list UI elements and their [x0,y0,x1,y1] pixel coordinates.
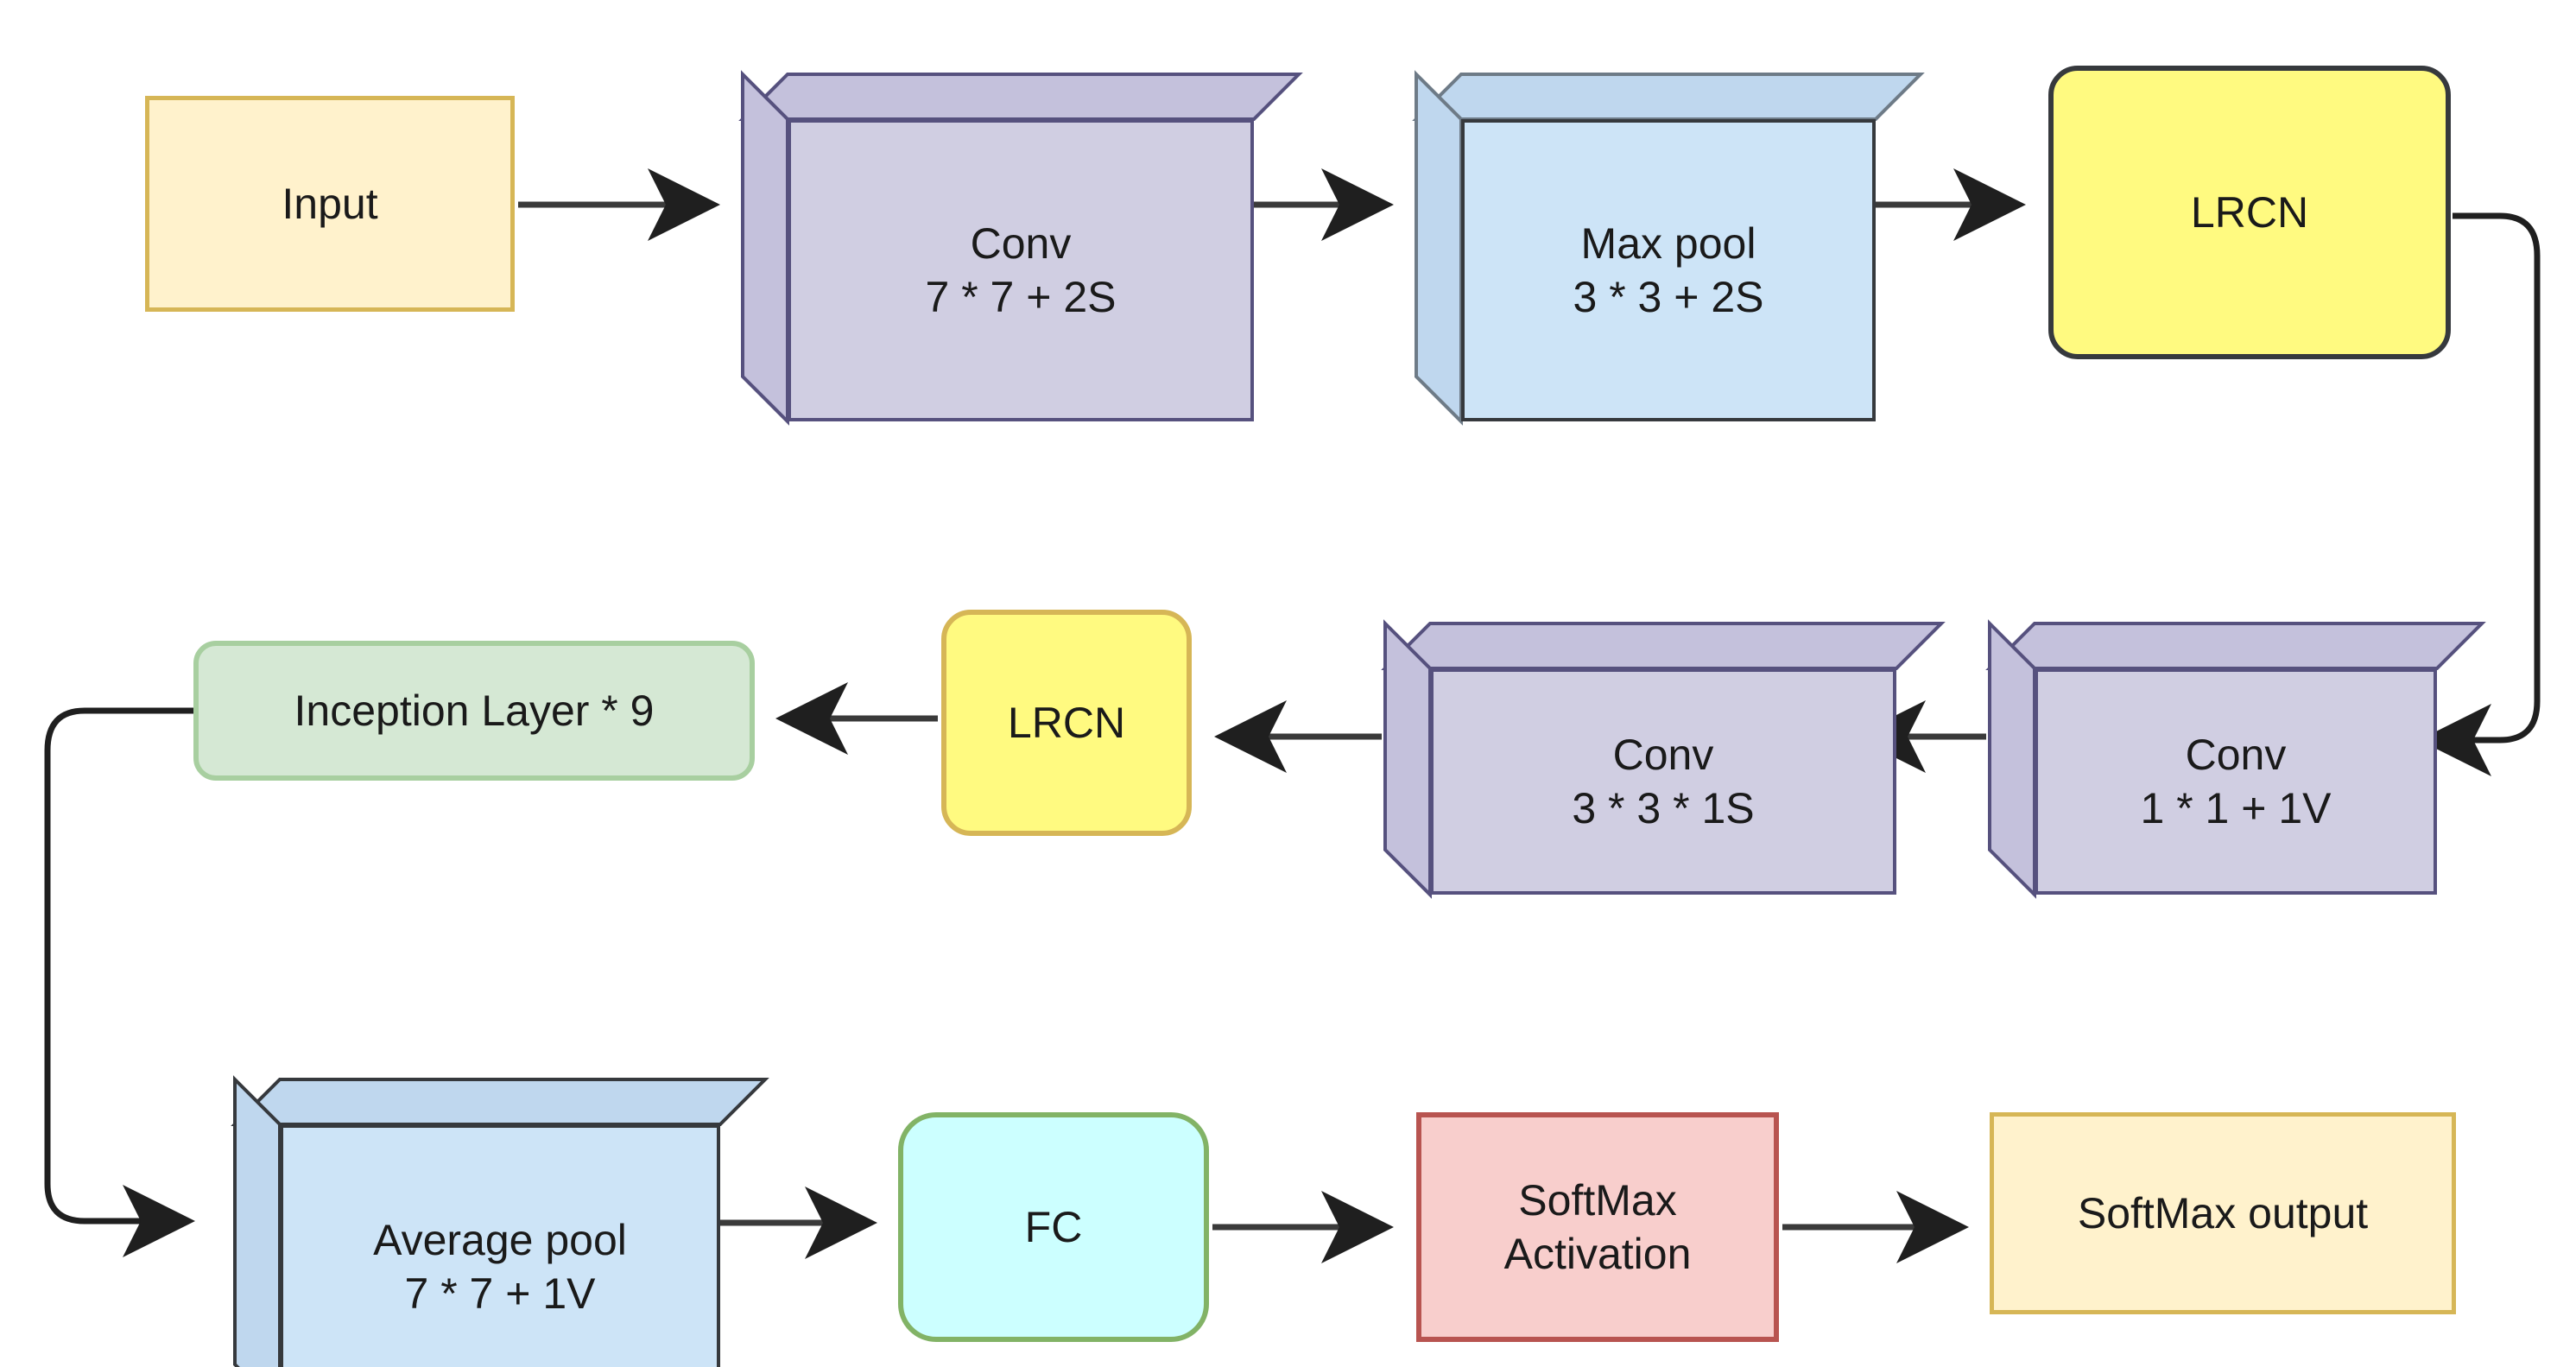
average-pool-3d-shell [231,1075,769,1367]
conv-1x1-label-line1: Conv [2185,731,2287,779]
max-pool-front-face: Max pool 3 * 3 + 2S [1461,119,1876,421]
softmax-activation-node[interactable]: SoftMax Activation [1416,1112,1779,1342]
conv-7x7-node[interactable]: Conv 7 * 7 + 2S [738,70,1303,426]
lrcn-node-1-label: LRCN [2190,188,2309,237]
average-pool-label-line1: Average pool [373,1216,627,1264]
conv-1x1-3d-shell [1985,619,2486,899]
inception-layer-node[interactable]: Inception Layer * 9 [193,641,755,781]
input-node[interactable]: Input [145,96,515,312]
conv-3x3-front-face: Conv 3 * 3 * 1S [1430,668,1896,895]
conv-7x7-label-line2: 7 * 7 + 2S [925,273,1117,321]
inception-layer-label: Inception Layer * 9 [294,687,655,735]
max-pool-label-line1: Max pool [1580,219,1756,268]
conv-1x1-label-line2: 1 * 1 + 1V [2140,784,2332,832]
average-pool-front-face: Average pool 7 * 7 + 1V [280,1124,720,1367]
softmax-output-node[interactable]: SoftMax output [1990,1112,2456,1314]
conv-1x1-front-face: Conv 1 * 1 + 1V [2035,668,2437,895]
fc-node-label: FC [1024,1203,1083,1251]
conv-3x3-node[interactable]: Conv 3 * 3 * 1S [1381,619,1946,899]
conv-7x7-3d-shell [738,70,1303,426]
conv-7x7-label-line1: Conv [970,219,1072,268]
max-pool-label-line2: 3 * 3 + 2S [1573,273,1764,321]
softmax-output-label: SoftMax output [2077,1189,2369,1237]
conv-3x3-3d-shell [1381,619,1946,899]
input-node-label: Input [282,180,378,228]
conv-3x3-label-line1: Conv [1612,731,1714,779]
max-pool-node[interactable]: Max pool 3 * 3 + 2S [1412,70,1925,426]
lrcn-node-1[interactable]: LRCN [2048,66,2451,359]
fc-node[interactable]: FC [898,1112,1209,1342]
lrcn-node-2-label: LRCN [1007,699,1126,747]
edge-inception-to-avgpool [44,707,195,1257]
lrcn-node-2[interactable]: LRCN [941,610,1192,836]
average-pool-label-line2: 7 * 7 + 1V [404,1269,596,1318]
softmax-activation-label-line2: Activation [1503,1230,1692,1278]
average-pool-node[interactable]: Average pool 7 * 7 + 1V [231,1075,769,1367]
conv-7x7-front-face: Conv 7 * 7 + 2S [788,119,1254,421]
conv-3x3-label-line2: 3 * 3 * 1S [1572,784,1755,832]
conv-1x1-node[interactable]: Conv 1 * 1 + 1V [1985,619,2486,899]
softmax-activation-label-line1: SoftMax [1518,1176,1677,1225]
max-pool-3d-shell [1412,70,1925,426]
